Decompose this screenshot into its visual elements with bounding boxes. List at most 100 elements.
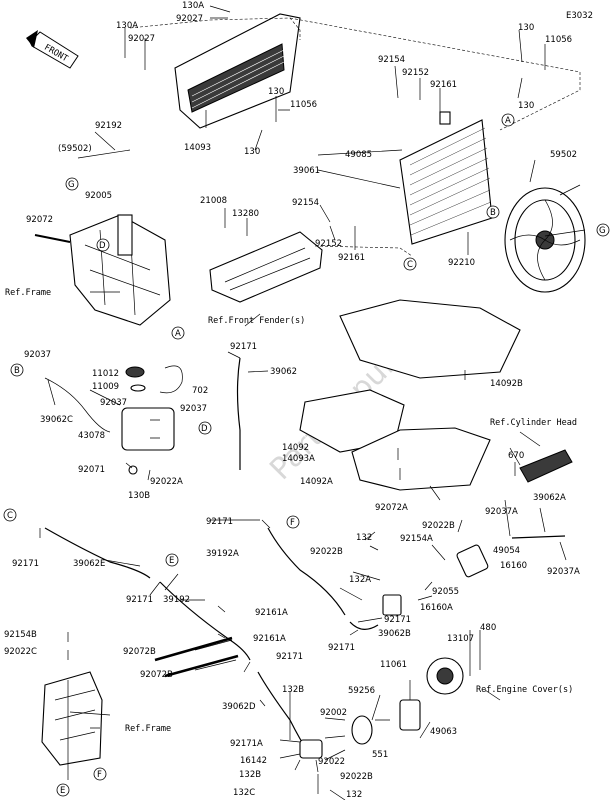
svg-text:G: G [599, 226, 606, 236]
part-label: 39062A [533, 493, 566, 503]
frame-top-part [69, 214, 171, 326]
hose-39062E [44, 527, 151, 579]
diagram-code: E3032 [566, 11, 593, 21]
cooling-fan-part [504, 184, 586, 293]
hose-39062C [44, 377, 111, 433]
part-label: 130A [116, 21, 138, 31]
ref-frame-bottom: Ref.Frame [125, 724, 171, 734]
part-label: 92037 [100, 398, 127, 408]
part-label: 132B [239, 770, 261, 780]
part-label: 13107 [447, 634, 474, 644]
callout-A-hose: A [171, 326, 185, 340]
part-label: 92037 [24, 350, 51, 360]
part-label: 130 [244, 147, 260, 157]
callout-B-tank: B [10, 363, 24, 377]
svg-text:A: A [505, 116, 511, 126]
part-label: 59256 [348, 686, 375, 696]
front-arrow-icon: FRONT [26, 30, 79, 69]
part-label: 92072B [123, 647, 156, 657]
part-label: 92072A [375, 503, 408, 513]
part-label: 480 [480, 623, 496, 633]
svg-text:E: E [169, 556, 174, 566]
part-label: 92210 [448, 258, 475, 268]
callout-G-left: G [65, 177, 79, 191]
part-label: 92022A [150, 477, 183, 487]
part-label: 39192A [206, 549, 239, 559]
part-label: 92154A [400, 534, 433, 544]
part-label: 130A [182, 1, 204, 11]
part-label: 92072 [26, 215, 53, 225]
part-label: 92171 [328, 643, 355, 653]
svg-text:B: B [490, 208, 496, 218]
part-label: 39192 [163, 595, 190, 605]
part-label: 132B [282, 685, 304, 695]
part-label: 670 [508, 451, 524, 461]
part-labels: 130A 92027 130A 92027 14093 130 11056 13… [4, 1, 580, 800]
part-label: 92022B [310, 547, 343, 557]
callout-E-frame: E [56, 783, 70, 797]
part-label: 551 [372, 750, 388, 760]
svg-text:D: D [99, 241, 106, 251]
group-outline-radiator-bottom [314, 245, 413, 257]
part-label: 14093 [184, 143, 211, 153]
hose-39062 [236, 357, 241, 470]
part-label: 39062E [73, 559, 105, 569]
part-label: 132A [349, 575, 371, 585]
part-label: 92171 [276, 652, 303, 662]
part-label: 92154 [378, 55, 405, 65]
callout-D-frame: D [96, 238, 110, 252]
callout-E-hose: E [165, 553, 179, 567]
radiator-shroud-part [174, 13, 301, 129]
group-outline-radiator [289, 17, 581, 131]
svg-text:D: D [201, 424, 208, 434]
svg-text:C: C [407, 260, 413, 270]
part-label: 92037 [180, 404, 207, 414]
svg-text:F: F [290, 518, 295, 528]
part-label: 11056 [290, 100, 317, 110]
part-label: 92154B [4, 630, 37, 640]
frame-bottom-part [41, 671, 103, 766]
callout-D-tank: D [198, 421, 212, 435]
callout-F-frame: F [93, 767, 107, 781]
part-label: 21008 [200, 196, 227, 206]
part-label: 39062 [270, 367, 297, 377]
svg-text:F: F [97, 770, 102, 780]
ref-frame-top: Ref.Frame [5, 288, 51, 298]
part-label: 130 [518, 23, 534, 33]
svg-text:C: C [7, 511, 13, 521]
part-label: 49085 [345, 150, 372, 160]
part-label: 92171 [384, 615, 411, 625]
part-label: 14093A [282, 454, 315, 464]
part-label: 92027 [176, 14, 203, 24]
part-label: 92171A [230, 739, 263, 749]
part-label: 92154 [292, 198, 319, 208]
floor-panel-14092B [339, 299, 521, 379]
part-label: 92152 [402, 68, 429, 78]
rod-92072B-b [164, 654, 239, 678]
part-label: 130B [128, 491, 150, 501]
callout-G-fan: G [596, 223, 610, 237]
part-label: 11012 [92, 369, 119, 379]
part-label: 59502 [550, 150, 577, 160]
ref-cylinder-head: Ref.Cylinder Head [490, 418, 577, 428]
svg-text:A: A [175, 329, 181, 339]
part-label: (59502) [58, 144, 92, 154]
part-label: 16160 [500, 561, 527, 571]
part-label: 130 [268, 87, 284, 97]
part-label: 49063 [430, 727, 457, 737]
callout-F-hose: F [286, 515, 300, 529]
part-label: 92037A [547, 567, 580, 577]
part-label: 92171 [206, 517, 233, 527]
rod-92072B-a [154, 636, 233, 662]
part-label: 11056 [545, 35, 572, 45]
ref-front-fender: Ref.Front Fender(s) [208, 316, 305, 326]
part-label: 92161A [253, 634, 286, 644]
part-label: 43078 [78, 431, 105, 441]
part-label: 92055 [432, 587, 459, 597]
part-label: 92171 [12, 559, 39, 569]
part-label: 132 [346, 790, 362, 800]
callout-A-radiator: A [501, 113, 515, 127]
svg-text:B: B [14, 366, 20, 376]
floor-panel-14092A [351, 427, 491, 491]
